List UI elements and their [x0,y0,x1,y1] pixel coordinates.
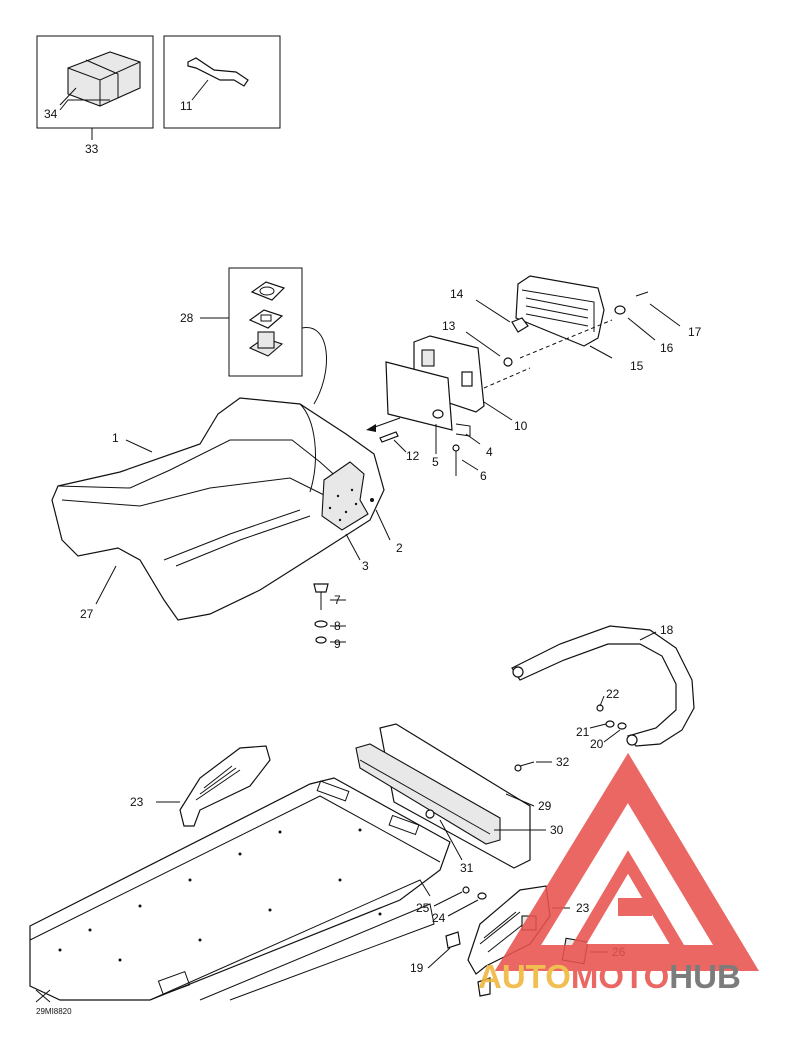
callout-25: 25 [416,901,430,915]
seat [51,397,385,621]
drawing-code: 29MI8820 [35,989,72,1016]
callout-27: 27 [80,607,94,621]
inset-box-seat-cover [36,35,154,140]
side-trim-left [179,745,271,827]
callout-33: 33 [85,142,99,156]
callout-20: 20 [590,737,604,751]
callout-22: 22 [606,687,620,701]
rear-flap [355,723,535,869]
callout-3: 3 [362,559,369,573]
callout-31: 31 [460,861,474,875]
callout-16: 16 [660,341,674,355]
callout-34: 34 [44,107,58,121]
callout-6: 6 [480,469,487,483]
callout-23-left: 23 [130,795,144,809]
callout-19: 19 [410,961,424,975]
callout-8: 8 [334,619,341,633]
tail-light-assembly [366,275,649,476]
callout-18: 18 [660,623,674,637]
callout-13: 13 [442,319,456,333]
seat-fasteners [313,583,329,644]
callout-9: 9 [334,637,341,651]
grab-handle [511,625,695,747]
callout-4: 4 [486,445,493,459]
callout-24: 24 [432,911,446,925]
callout-28: 28 [180,311,194,325]
inset-box-seat-latch-kit [200,267,327,405]
watermark-text: AUTOMOTOHUB [478,958,741,995]
tunnel-frame [29,777,451,1001]
callout-14: 14 [450,287,464,301]
callout-29: 29 [538,799,552,813]
callout-23-right: 23 [576,901,590,915]
callout-5: 5 [432,455,439,469]
callout-17: 17 [688,325,702,339]
callout-7: 7 [334,593,341,607]
callout-15: 15 [630,359,644,373]
callout-21: 21 [576,725,590,739]
drawing-code-text: 29MI8820 [36,1007,72,1016]
callout-12: 12 [406,449,420,463]
watermark-logo: AUTOMOTOHUB [478,752,759,995]
leader-lines [95,299,681,969]
inset-box-wrench [163,35,281,129]
callout-30: 30 [550,823,564,837]
callout-2: 2 [396,541,403,555]
callout-11: 11 [180,99,193,113]
callout-32: 32 [556,755,570,769]
callout-10: 10 [514,419,528,433]
callout-1: 1 [112,431,119,445]
